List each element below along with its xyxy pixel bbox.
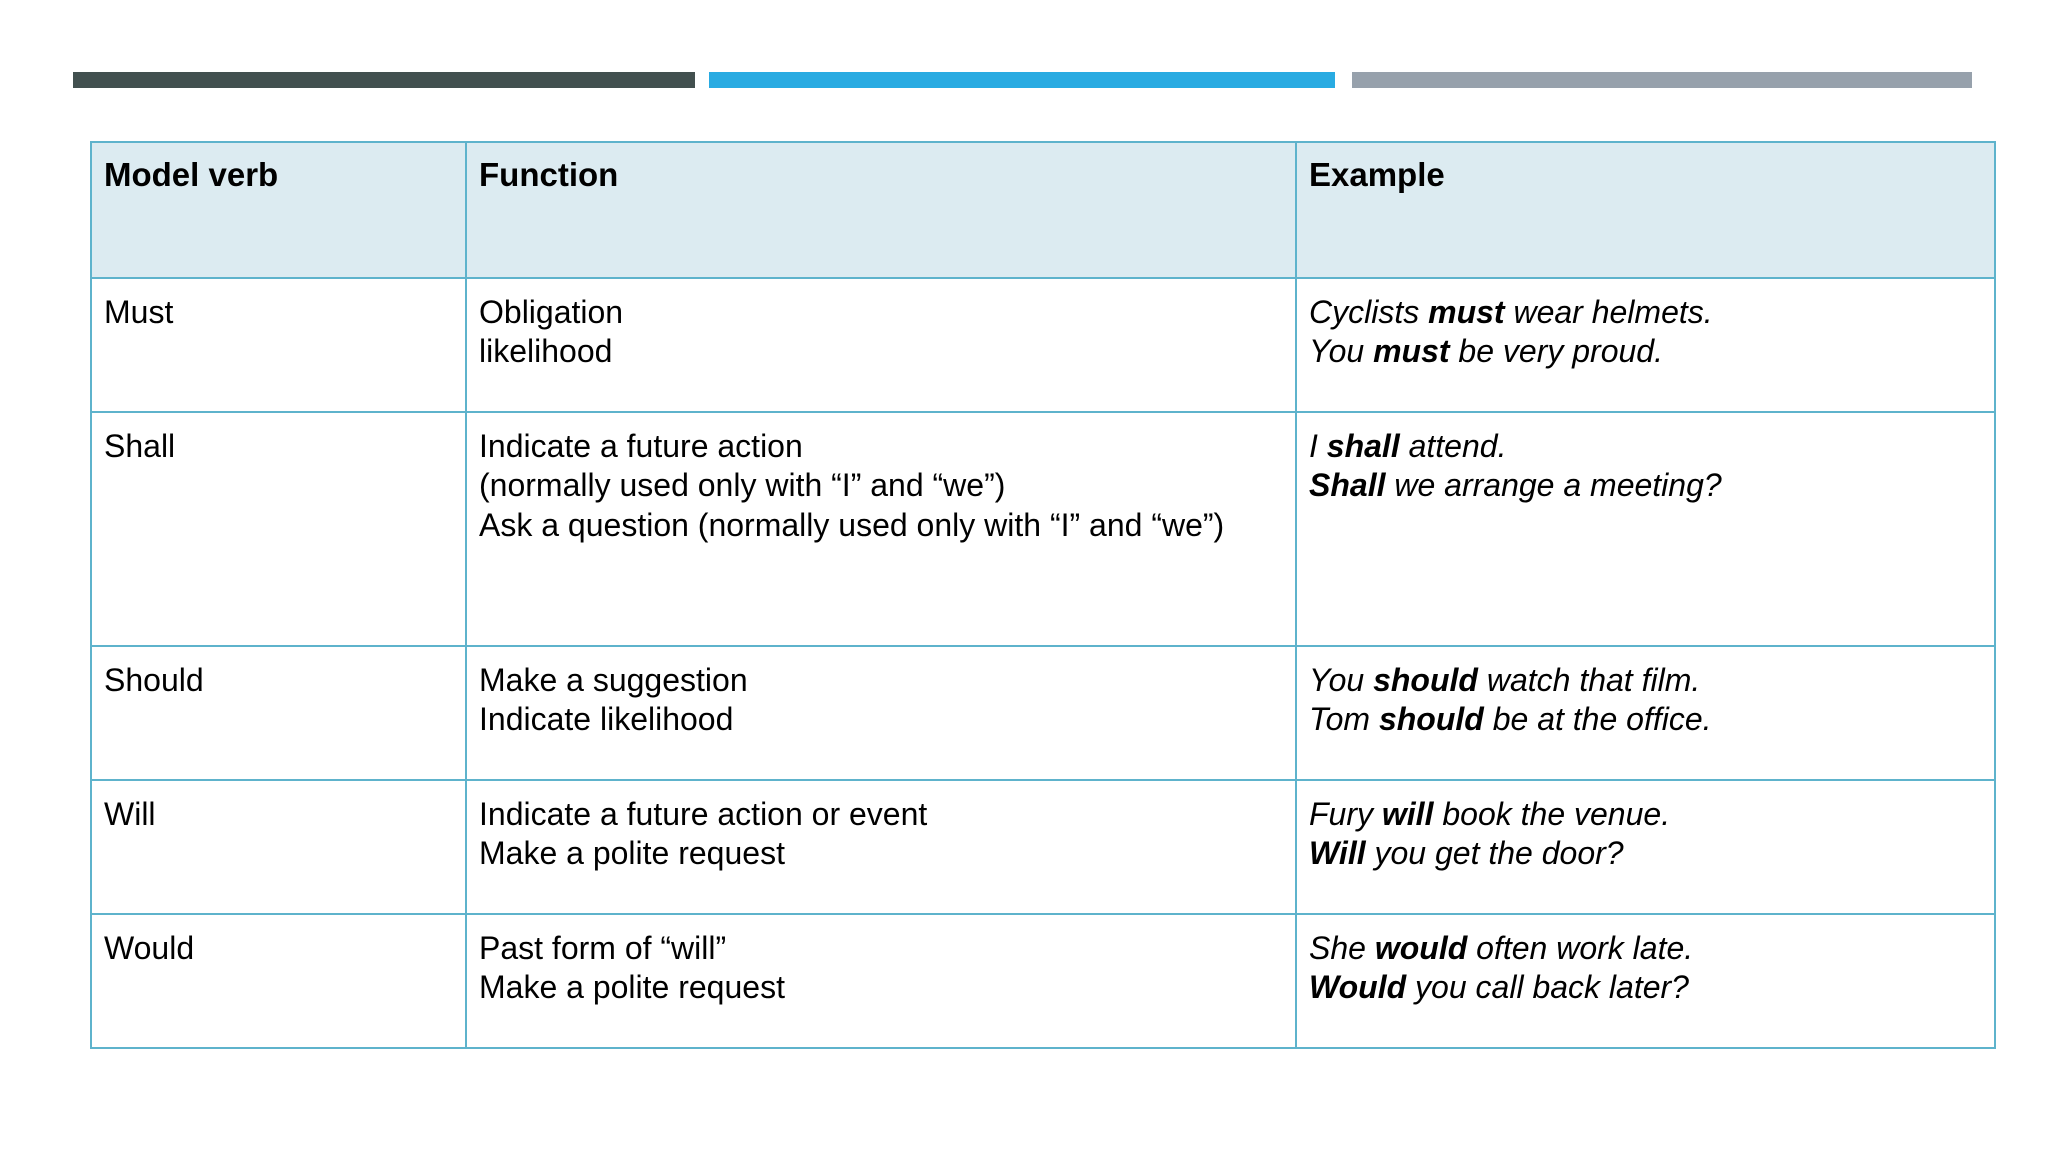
modal-verbs-table: Model verb Function Example Must Obligat… [90,141,1996,1049]
cell-example: You should watch that film.Tom should be… [1295,645,1996,781]
decorative-bar-blue [709,72,1335,88]
table-row: Must Obligation likelihood Cyclists must… [90,277,1996,413]
function-text: Obligation likelihood [479,294,624,370]
function-text: Indicate a future action or event Make a… [479,796,928,872]
decorative-bar-dark [73,72,695,88]
cell-example: I shall attend.Shall we arrange a meetin… [1295,411,1996,647]
function-text: Past form of “will” Make a polite reques… [479,930,785,1006]
function-text: Make a suggestion Indicate likelihood [479,662,748,738]
decorative-rule-band [0,72,2048,88]
example-text: You should watch that film.Tom should be… [1309,662,1712,738]
table-row: Should Make a suggestion Indicate likeli… [90,645,1996,781]
column-header-model-verb: Model verb [90,141,467,279]
example-text: I shall attend.Shall we arrange a meetin… [1309,428,1722,504]
model-verb-text: Shall [104,428,176,464]
model-verb-text: Must [104,294,174,330]
cell-example: Cyclists must wear helmets.You must be v… [1295,277,1996,413]
cell-function: Obligation likelihood [465,277,1297,413]
cell-model-verb: Must [90,277,467,413]
column-header-function-label: Function [479,156,619,193]
column-header-example: Example [1295,141,1996,279]
table-header-row: Model verb Function Example [90,141,1996,279]
function-text: Indicate a future action (normally used … [479,428,1225,543]
cell-function: Indicate a future action (normally used … [465,411,1297,647]
cell-function: Indicate a future action or event Make a… [465,779,1297,915]
cell-model-verb: Shall [90,411,467,647]
table-row: Will Indicate a future action or event M… [90,779,1996,915]
example-text: She would often work late.Would you call… [1309,930,1694,1006]
cell-example: Fury will book the venue.Will you get th… [1295,779,1996,915]
cell-example: She would often work late.Would you call… [1295,913,1996,1049]
model-verb-text: Will [104,796,156,832]
example-text: Fury will book the venue.Will you get th… [1309,796,1671,872]
table-row: Shall Indicate a future action (normally… [90,411,1996,647]
decorative-bar-gray [1352,72,1972,88]
model-verb-text: Should [104,662,204,698]
cell-function: Past form of “will” Make a polite reques… [465,913,1297,1049]
cell-model-verb: Would [90,913,467,1049]
cell-model-verb: Should [90,645,467,781]
table-body: Must Obligation likelihood Cyclists must… [90,277,1996,1049]
table-row: Would Past form of “will” Make a polite … [90,913,1996,1049]
example-text: Cyclists must wear helmets.You must be v… [1309,294,1713,370]
column-header-example-label: Example [1309,156,1445,193]
column-header-model-verb-label: Model verb [104,156,279,193]
table-header: Model verb Function Example [90,141,1996,279]
column-header-function: Function [465,141,1297,279]
cell-model-verb: Will [90,779,467,915]
model-verb-text: Would [104,930,195,966]
cell-function: Make a suggestion Indicate likelihood [465,645,1297,781]
